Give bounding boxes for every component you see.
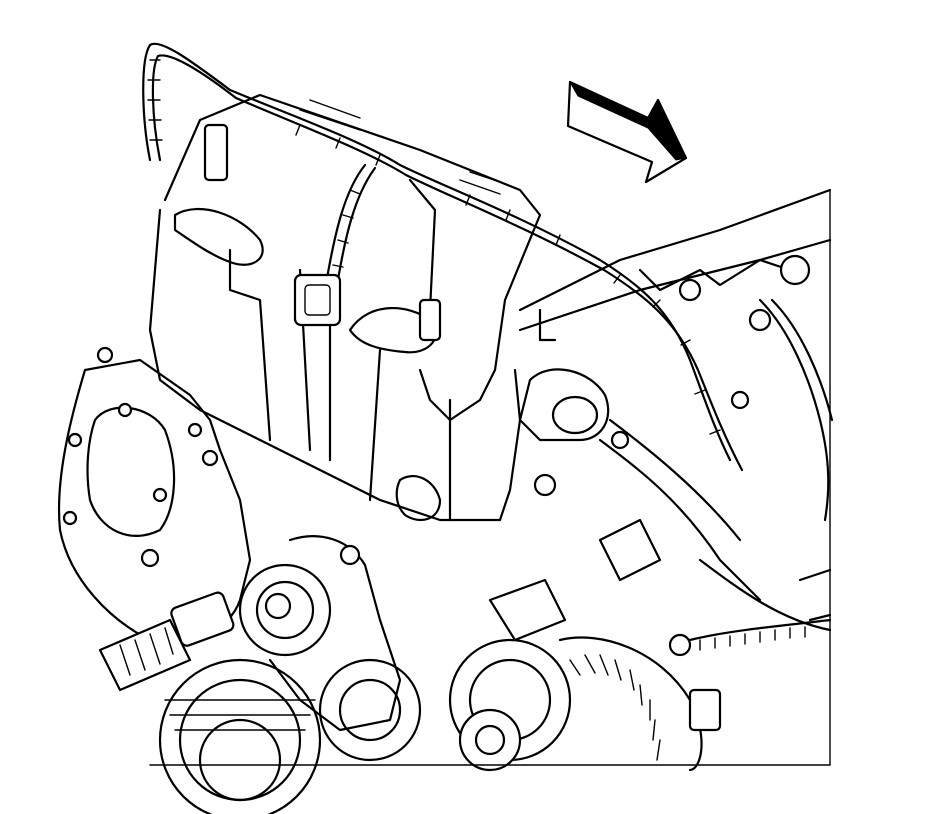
- wiring-harness: [142, 42, 834, 522]
- idler-pulley: [318, 658, 422, 762]
- intake-manifold: [148, 93, 542, 522]
- belt-tensioner: [238, 535, 402, 732]
- water-outlet: [518, 368, 762, 602]
- timing-cover: [57, 346, 252, 644]
- direction-arrow-icon: [566, 80, 688, 184]
- drawing-crop-edge: [149, 189, 831, 766]
- cylinder-head: [518, 188, 832, 732]
- alternator: [448, 518, 703, 772]
- stud-bolt: [98, 591, 235, 692]
- crankshaft-pulley: [158, 658, 322, 814]
